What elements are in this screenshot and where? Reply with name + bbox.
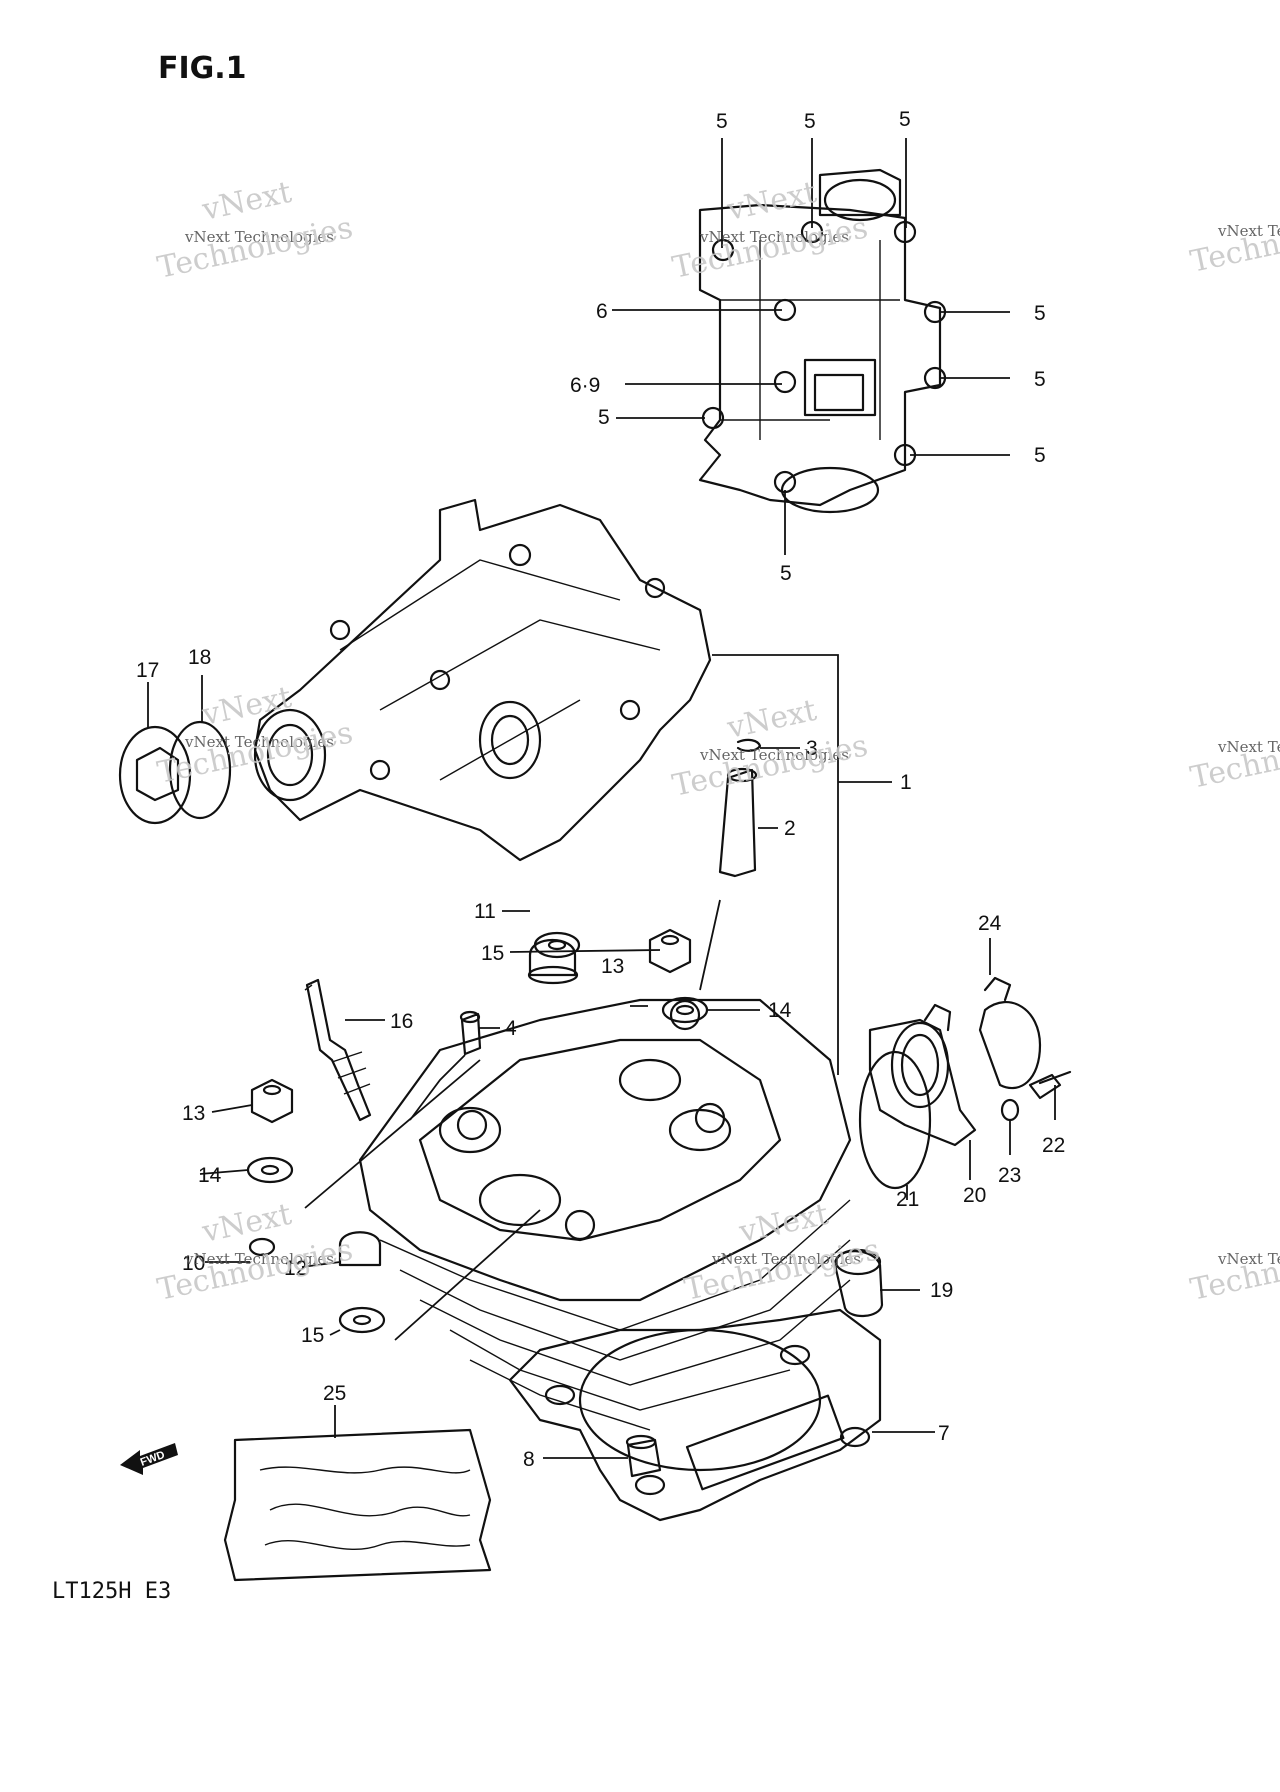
watermark-text: vNext Technologies (699, 746, 849, 764)
blind-plug (833, 1248, 884, 1317)
callout-label: 2 (784, 817, 796, 840)
watermark-text: vNext (198, 1197, 294, 1250)
callout-label: 12 (284, 1257, 307, 1280)
head-cover (253, 498, 712, 862)
callout-label: 19 (930, 1279, 953, 1302)
watermarks: vNext vNext Technologies Technologies vN… (154, 175, 1280, 1308)
callout-label: 16 (390, 1010, 413, 1033)
callout-label: 7 (938, 1422, 950, 1445)
callout-label: 5 (1034, 368, 1046, 391)
watermark-text: vNext (735, 1197, 831, 1250)
cylinder-head (358, 998, 852, 1431)
fwd-label: FWD (139, 1449, 167, 1469)
watermark: vNext vNext Technologies Technologies (154, 175, 355, 286)
callout-label: 4 (505, 1017, 517, 1040)
callout-label: 5 (1034, 302, 1046, 325)
watermark: vNext vNext Technologies Technologies (154, 1197, 355, 1308)
callout-label: 5 (899, 108, 911, 131)
watermark: vNext Technologies Technologies (1187, 204, 1280, 280)
watermark-text: vNext (723, 175, 819, 228)
watermark-text: Technologies (1187, 204, 1280, 280)
watermark-text: vNext Technologies (1217, 1250, 1280, 1268)
callout-label: 13 (601, 955, 624, 978)
watermark-text: vNext (198, 175, 294, 228)
watermark-text: Technologies (681, 1232, 882, 1308)
callout-label: 1 (900, 771, 912, 794)
callout-label: 6 (596, 300, 608, 323)
callout-label: 21 (896, 1188, 919, 1211)
dowel-pin (459, 1010, 482, 1056)
watermark-text: Technologies (154, 1232, 355, 1308)
valve-guide (718, 738, 762, 878)
watermark-text: Technologies (1187, 1232, 1280, 1308)
callout-label: 17 (136, 659, 159, 682)
watermark-text: vNext Technologies (1217, 222, 1280, 240)
gasket-dowel-pin (625, 1434, 662, 1478)
callout-label: 11 (474, 900, 496, 923)
cylinder-gasket (508, 1308, 882, 1522)
watermark-text: Technologies (154, 715, 355, 791)
watermark-text: vNext Technologies (711, 1250, 861, 1268)
watermark: vNext Technologies Technologies (1187, 1232, 1280, 1308)
callout-label: 8 (523, 1448, 535, 1471)
callout-label: 15 (481, 942, 504, 965)
watermark: vNext vNext Technologies Technologies (669, 693, 870, 804)
watermark-text: vNext (198, 680, 294, 733)
watermark-text: vNext Technologies (184, 1250, 334, 1268)
model-code: LT125H E3 (52, 1579, 171, 1604)
callout-label: 18 (188, 646, 211, 669)
callout-label: 22 (1042, 1134, 1065, 1157)
watermark-text: vNext Technologies (184, 733, 334, 751)
callout-label: 15 (301, 1324, 324, 1347)
callout-labels: 5 5 5 6 6·9 5 5 5 5 5 17 18 3 2 1 11 15 … (136, 108, 1065, 1471)
callout-label: 5 (1034, 444, 1046, 467)
callout-label: 14 (768, 999, 792, 1022)
spark-plug (304, 978, 372, 1122)
figure-title: FIG.1 (158, 51, 247, 86)
watermark-text: Technologies (669, 728, 870, 804)
callout-label: 6·9 (570, 374, 600, 397)
watermark: vNext vNext Technologies Technologies (669, 175, 870, 286)
head-cover-top-view (698, 168, 947, 514)
callout-label: 3 (806, 737, 818, 760)
watermark-text: Technologies (1187, 720, 1280, 796)
callout-label: 25 (323, 1382, 346, 1405)
intake-pipe (858, 976, 1072, 1190)
callout-label: 24 (978, 912, 1002, 935)
leader-lines (147, 138, 1056, 1459)
callout-label: 5 (716, 110, 728, 133)
watermark-text: Technologies (154, 210, 355, 286)
watermark-text: vNext Technologies (1217, 738, 1280, 756)
forward-arrow-icon: FWD (120, 1443, 178, 1475)
callout-label: 20 (963, 1184, 986, 1207)
watermark: vNext vNext Technologies Technologies (154, 680, 355, 791)
callout-label: 14 (198, 1164, 222, 1187)
gasket-set-bag (223, 1428, 492, 1582)
callout-label: 13 (182, 1102, 205, 1125)
callout-label: 5 (598, 406, 610, 429)
callout-label: 5 (804, 110, 816, 133)
callout-label: 23 (998, 1164, 1021, 1187)
callout-label: 10 (182, 1252, 205, 1275)
oil-cap-plug (118, 720, 232, 825)
watermark-text: vNext Technologies (699, 228, 849, 246)
watermark: vNext vNext Technologies Technologies (681, 1197, 882, 1308)
watermark: vNext Technologies Technologies (1187, 720, 1280, 796)
callout-label: 5 (780, 562, 792, 585)
watermark-text: vNext Technologies (184, 228, 334, 246)
